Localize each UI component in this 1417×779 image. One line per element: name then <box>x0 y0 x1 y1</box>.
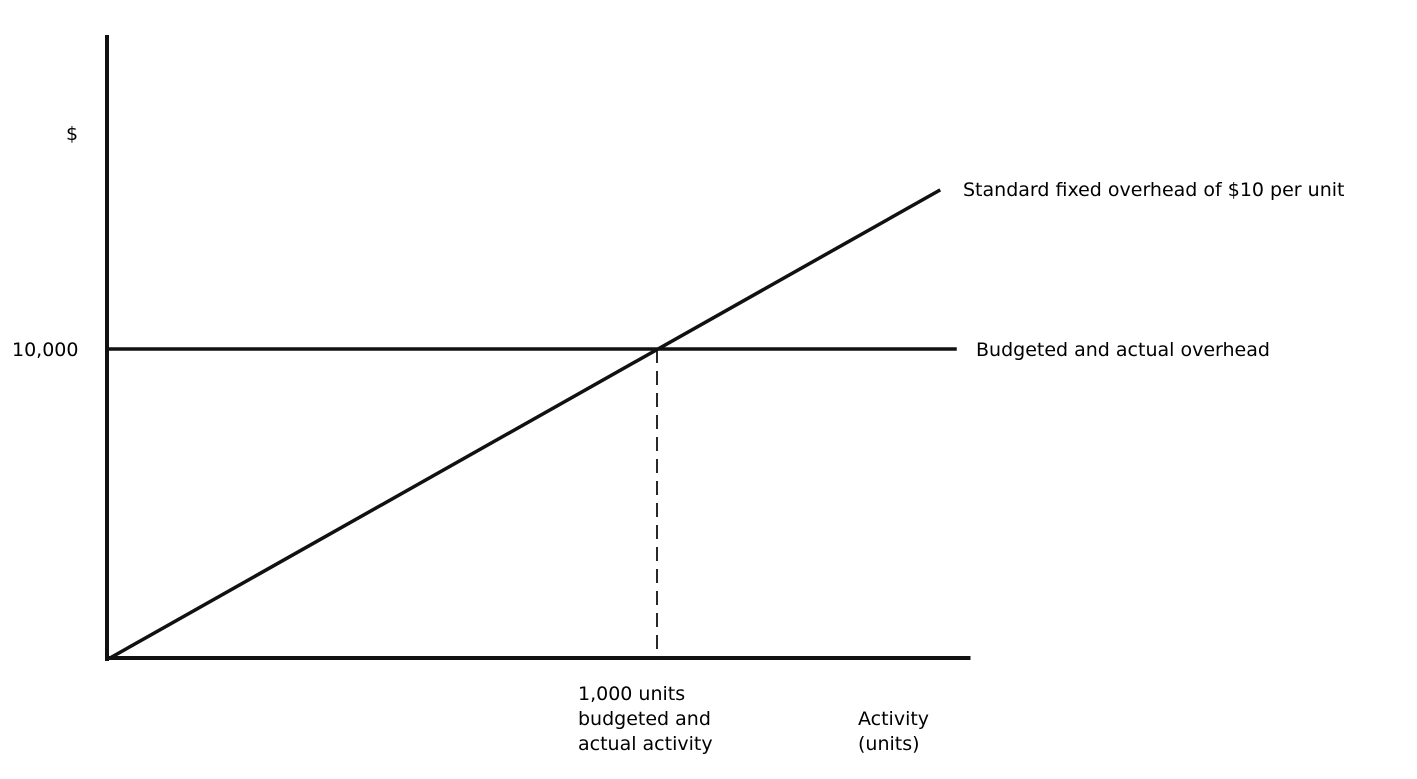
x-axis-label-line: (units) <box>858 733 920 755</box>
series-label-budgeted-actual-overhead: Budgeted and actual overhead <box>976 339 1270 361</box>
x-marker-label-line: actual activity <box>578 733 713 755</box>
x-axis-label-line: Activity <box>858 708 930 730</box>
x-marker-label: 1,000 units budgeted and actual activity <box>578 682 713 757</box>
series-label-standard-fixed-overhead: Standard fixed overhead of $10 per unit <box>963 179 1345 201</box>
y-axis-label: $ <box>66 123 79 145</box>
x-marker-label-line: 1,000 units <box>578 683 686 705</box>
series-line-0 <box>109 188 942 660</box>
x-marker-label-line: budgeted and <box>578 708 711 730</box>
x-axis-label: Activity (units) <box>858 707 929 757</box>
y-tick-label-10000: 10,000 <box>12 339 79 361</box>
